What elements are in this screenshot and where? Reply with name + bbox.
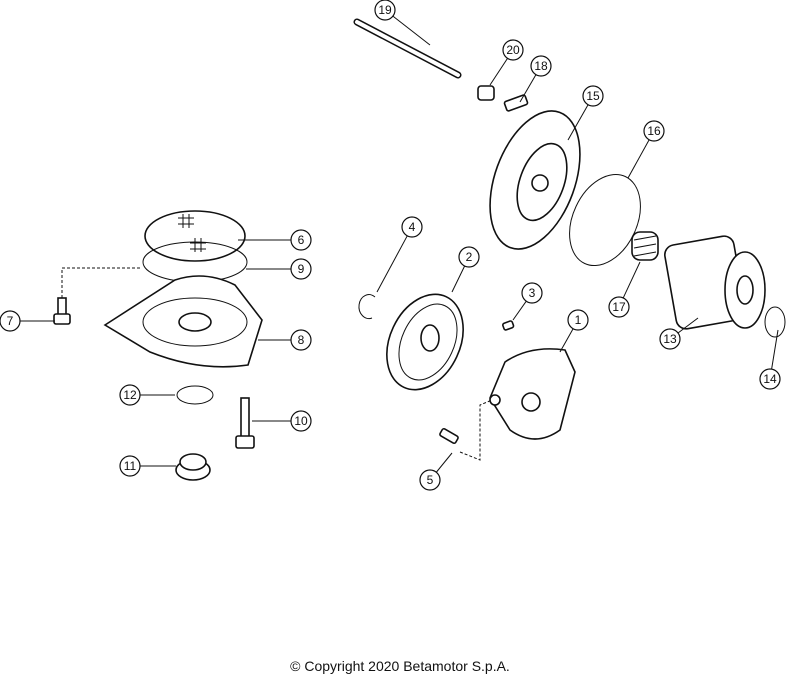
callout-circle bbox=[290, 229, 312, 251]
callout-number: 7 bbox=[7, 314, 14, 328]
callout-circle bbox=[759, 368, 781, 390]
callout-8: 8 bbox=[258, 329, 312, 351]
callout-number: 19 bbox=[378, 3, 392, 17]
callout-18: 18 bbox=[519, 55, 552, 103]
callout-circle bbox=[659, 328, 681, 350]
callout-19: 19 bbox=[374, 0, 431, 46]
callout-circle bbox=[567, 309, 589, 331]
leader-line bbox=[771, 329, 779, 370]
part-dowel-pin bbox=[502, 320, 515, 331]
callout-circle bbox=[290, 258, 312, 280]
callout-circle bbox=[0, 310, 21, 332]
callout-2: 2 bbox=[451, 246, 480, 293]
callout-11: 11 bbox=[119, 455, 176, 477]
callout-number: 2 bbox=[466, 250, 473, 264]
leader-line bbox=[435, 452, 453, 473]
part-circlip bbox=[358, 294, 376, 320]
copyright-notice: © Copyright 2020 Betamotor S.p.A. bbox=[290, 658, 510, 674]
callout-circle bbox=[530, 55, 552, 77]
callout-number: 8 bbox=[298, 333, 305, 347]
callout-circle bbox=[401, 216, 423, 238]
callout-circle bbox=[290, 329, 312, 351]
callout-6: 6 bbox=[238, 229, 312, 251]
callout-number: 10 bbox=[294, 414, 308, 428]
callout-16: 16 bbox=[627, 120, 665, 179]
callout-7: 7 bbox=[0, 310, 55, 332]
callout-number: 9 bbox=[298, 262, 305, 276]
leader-line bbox=[622, 261, 641, 299]
callout-17: 17 bbox=[608, 261, 641, 318]
leader-line bbox=[677, 317, 699, 334]
callout-4: 4 bbox=[376, 216, 423, 293]
leader-line bbox=[489, 58, 508, 86]
callout-circle bbox=[458, 246, 480, 268]
part-bolt-10 bbox=[235, 397, 255, 449]
callout-circle bbox=[419, 469, 441, 491]
callout-circle bbox=[290, 410, 312, 432]
callout-12: 12 bbox=[119, 384, 175, 406]
part-short-stud bbox=[503, 94, 529, 112]
callout-10: 10 bbox=[252, 410, 312, 432]
part-screen-disc bbox=[144, 210, 246, 262]
callout-number: 16 bbox=[647, 124, 661, 138]
leader-line bbox=[559, 328, 574, 353]
leader-line bbox=[392, 15, 431, 46]
callout-14: 14 bbox=[759, 329, 781, 390]
callout-number: 1 bbox=[575, 313, 582, 327]
part-oil-filter bbox=[664, 235, 766, 330]
callout-number: 5 bbox=[427, 473, 434, 487]
callout-number: 14 bbox=[763, 372, 777, 386]
callout-circle bbox=[582, 85, 604, 107]
callout-1: 1 bbox=[559, 309, 589, 353]
callout-number: 18 bbox=[534, 59, 548, 73]
part-screw-5 bbox=[439, 427, 459, 445]
callout-3: 3 bbox=[512, 282, 543, 321]
callout-5: 5 bbox=[419, 452, 453, 491]
alignment-line-5 bbox=[459, 399, 493, 461]
callout-circle bbox=[119, 455, 141, 477]
leader-line bbox=[567, 104, 589, 141]
callout-circle bbox=[119, 384, 141, 406]
callout-circle bbox=[608, 296, 630, 318]
part-screw-7 bbox=[53, 297, 71, 325]
callout-number: 6 bbox=[298, 233, 305, 247]
alignment-line-7 bbox=[61, 267, 140, 298]
part-o-ring-small bbox=[764, 306, 786, 338]
callout-number: 3 bbox=[529, 286, 536, 300]
callout-number: 13 bbox=[663, 332, 677, 346]
part-spring bbox=[631, 231, 659, 261]
callout-number: 17 bbox=[612, 300, 626, 314]
callout-circle bbox=[374, 0, 396, 21]
part-o-ring-12 bbox=[176, 385, 214, 405]
part-o-ring-large bbox=[569, 173, 641, 267]
leader-line bbox=[376, 235, 408, 293]
callout-13: 13 bbox=[659, 317, 699, 350]
part-filter-cover bbox=[489, 110, 581, 250]
callout-number: 11 bbox=[124, 459, 137, 473]
callout-20: 20 bbox=[489, 39, 524, 86]
callout-number: 15 bbox=[586, 89, 600, 103]
callout-circle bbox=[502, 39, 524, 61]
callout-number: 20 bbox=[506, 43, 520, 57]
callout-circle bbox=[643, 120, 665, 142]
leader-line bbox=[519, 74, 537, 103]
callout-9: 9 bbox=[246, 258, 312, 280]
part-stud-rod bbox=[353, 18, 462, 79]
callout-circle bbox=[521, 282, 543, 304]
callout-number: 4 bbox=[409, 220, 416, 234]
part-pump-body bbox=[489, 348, 576, 440]
part-cover-plate bbox=[103, 275, 263, 368]
leader-line bbox=[512, 300, 527, 321]
callout-number: 12 bbox=[123, 388, 137, 402]
leader-line bbox=[627, 139, 650, 179]
callout-15: 15 bbox=[567, 85, 604, 141]
part-drain-plug bbox=[175, 453, 211, 481]
leader-line bbox=[451, 265, 466, 293]
part-pump-rotor bbox=[386, 293, 464, 391]
part-nut bbox=[477, 85, 495, 101]
